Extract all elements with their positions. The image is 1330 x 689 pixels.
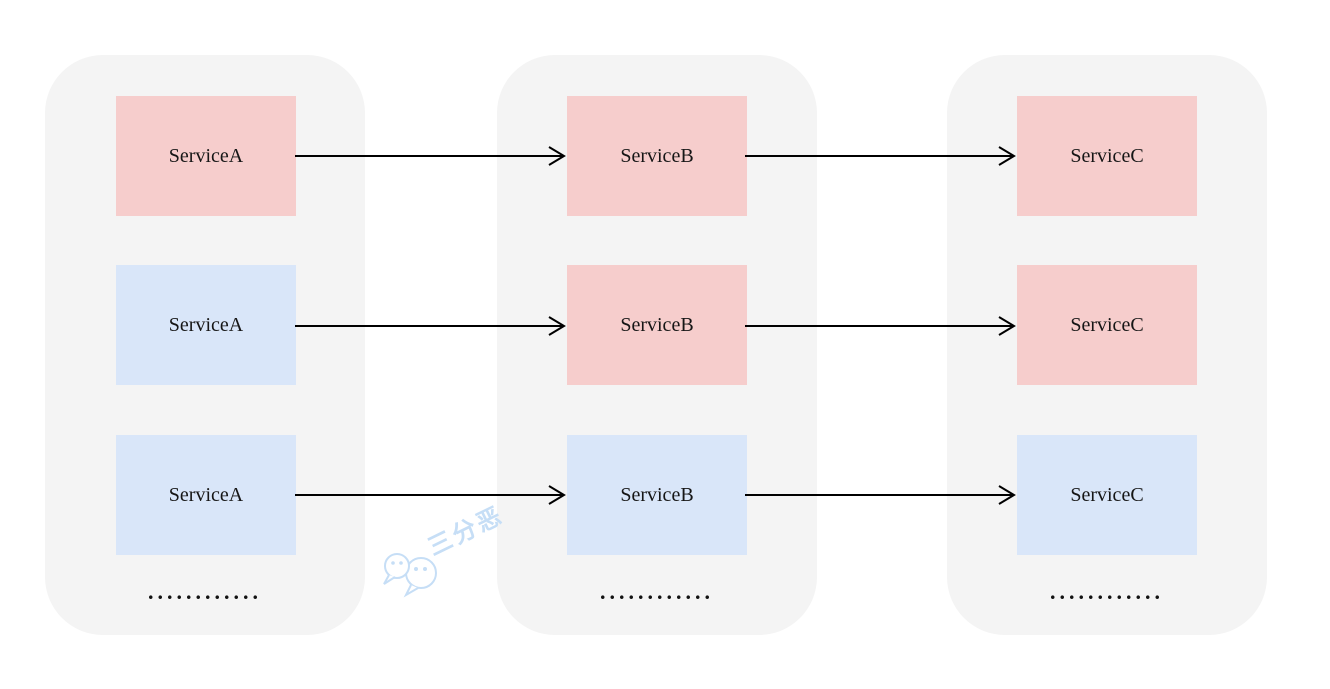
arrow-b-to-c-icon <box>745 316 1016 336</box>
service-box-label: ServiceA <box>168 313 244 336</box>
arrow-a-to-b-icon <box>295 146 566 166</box>
service-box-label: ServiceC <box>1070 313 1144 336</box>
ellipsis-dots: ............ <box>600 579 714 604</box>
service-box-label: ServiceB <box>620 144 694 167</box>
wechat-bubbles-icon <box>383 553 437 598</box>
service-box-label: ServiceB <box>620 313 694 336</box>
service-b-column: ServiceB ServiceB ServiceB ............ <box>497 55 817 635</box>
service-box: ServiceB <box>567 96 747 216</box>
ellipsis-dots: ............ <box>1050 579 1164 604</box>
ellipsis-dots: ............ <box>148 579 262 604</box>
service-box-label: ServiceA <box>168 144 244 167</box>
service-box: ServiceB <box>567 265 747 385</box>
arrow-a-to-b-icon <box>295 485 566 505</box>
service-box-label: ServiceC <box>1070 144 1144 167</box>
service-box: ServiceC <box>1017 265 1197 385</box>
service-box-label: ServiceC <box>1070 483 1144 506</box>
service-box: ServiceC <box>1017 435 1197 555</box>
watermark: 三分恶 <box>383 502 508 598</box>
service-a-column: ServiceA ServiceA ServiceA ............ <box>45 55 365 635</box>
service-box-label: ServiceA <box>168 483 244 506</box>
watermark-text: 三分恶 <box>424 502 509 562</box>
service-box: ServiceA <box>116 96 296 216</box>
service-c-column: ServiceC ServiceC ServiceC ............ <box>947 55 1267 635</box>
service-box: ServiceA <box>116 435 296 555</box>
service-box: ServiceB <box>567 435 747 555</box>
arrow-a-to-b-icon <box>295 316 566 336</box>
service-box: ServiceC <box>1017 96 1197 216</box>
service-box-label: ServiceB <box>620 483 694 506</box>
service-box: ServiceA <box>116 265 296 385</box>
arrow-b-to-c-icon <box>745 146 1016 166</box>
arrow-b-to-c-icon <box>745 485 1016 505</box>
